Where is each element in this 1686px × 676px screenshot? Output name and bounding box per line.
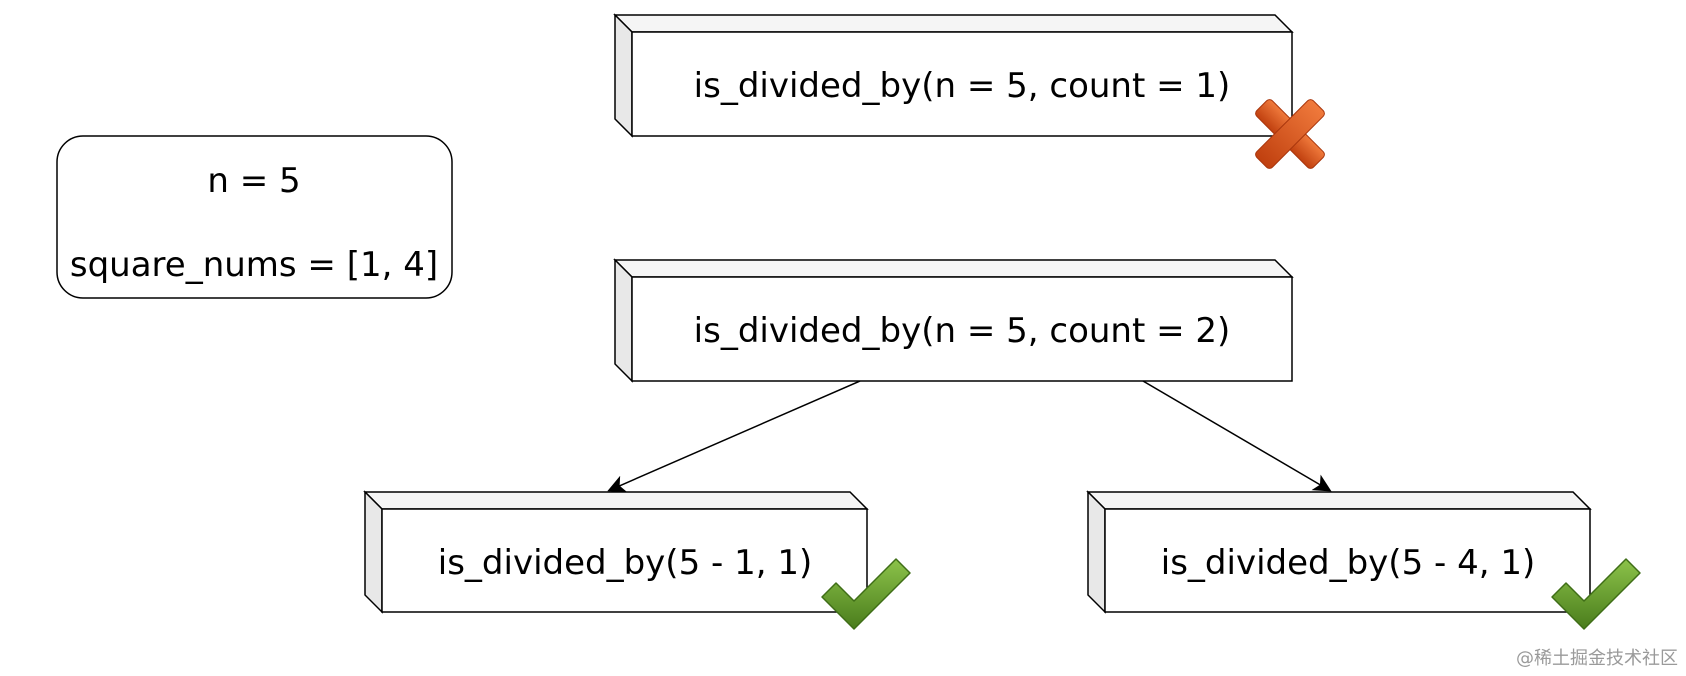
state-box: n = 5 square_nums = [1, 4]	[56, 135, 453, 299]
call-box-right-child: is_divided_by(5 - 4, 1)	[1086, 490, 1592, 614]
call-box-count-2: is_divided_by(n = 5, count = 2)	[613, 258, 1294, 383]
arrow-to-left-child	[607, 380, 861, 493]
call-label-count-2: is_divided_by(n = 5, count = 2)	[694, 311, 1231, 351]
cross-icon	[1255, 99, 1325, 169]
check-icon	[1551, 558, 1641, 630]
state-square-nums: square_nums = [1, 4]	[70, 245, 438, 285]
state-n: n = 5	[207, 161, 300, 201]
call-label-left-child: is_divided_by(5 - 1, 1)	[438, 543, 812, 583]
check-icon	[821, 558, 911, 630]
call-box-left-child: is_divided_by(5 - 1, 1)	[363, 490, 869, 614]
call-label-right-child: is_divided_by(5 - 4, 1)	[1161, 543, 1535, 583]
arrow-to-right-child	[1142, 380, 1332, 492]
watermark: @稀土掘金技术社区	[1516, 648, 1678, 669]
call-label-count-1: is_divided_by(n = 5, count = 1)	[694, 66, 1231, 106]
call-box-count-1: is_divided_by(n = 5, count = 1)	[613, 13, 1294, 138]
